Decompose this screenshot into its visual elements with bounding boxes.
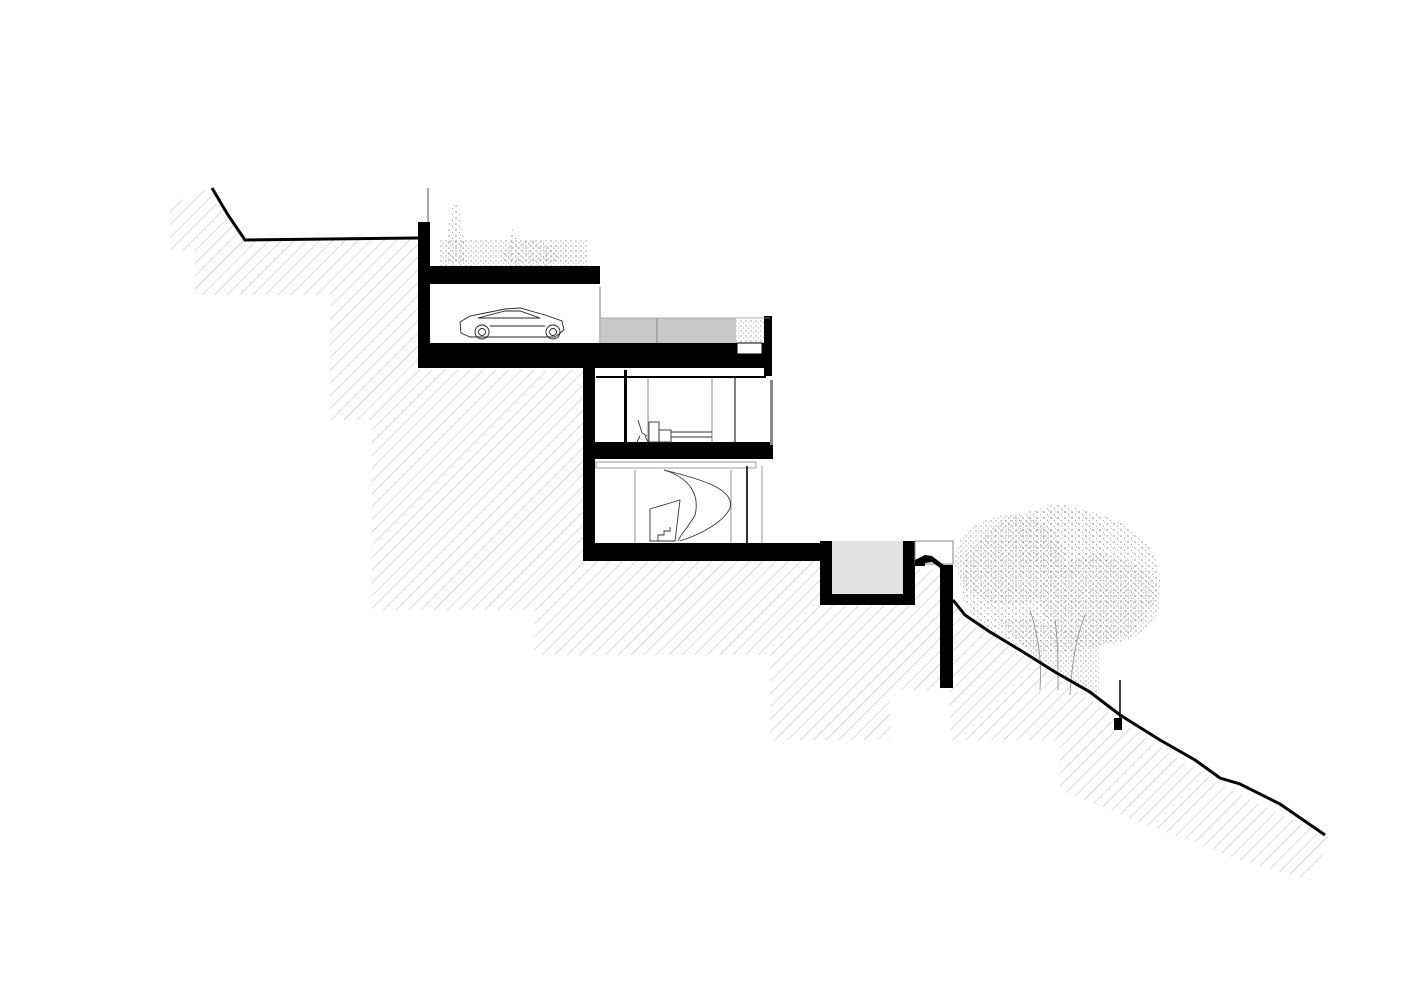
house-structure xyxy=(583,368,915,605)
bedroom-level xyxy=(596,376,773,445)
earth-hatch xyxy=(170,188,1330,880)
roof-garden-planting xyxy=(440,200,588,269)
pool-water xyxy=(832,541,903,594)
garage-room xyxy=(430,287,600,343)
terrace-glazing xyxy=(601,316,772,376)
spiral-stair-icon xyxy=(649,469,731,542)
tree-icon xyxy=(955,505,1160,700)
car-icon xyxy=(459,307,565,340)
upper-terrain-line xyxy=(210,187,419,242)
retaining-wall xyxy=(915,555,953,688)
garage-structure xyxy=(418,222,766,368)
fence-post xyxy=(1114,680,1122,730)
lower-level xyxy=(595,461,763,543)
desk-chair-icon xyxy=(636,419,712,443)
